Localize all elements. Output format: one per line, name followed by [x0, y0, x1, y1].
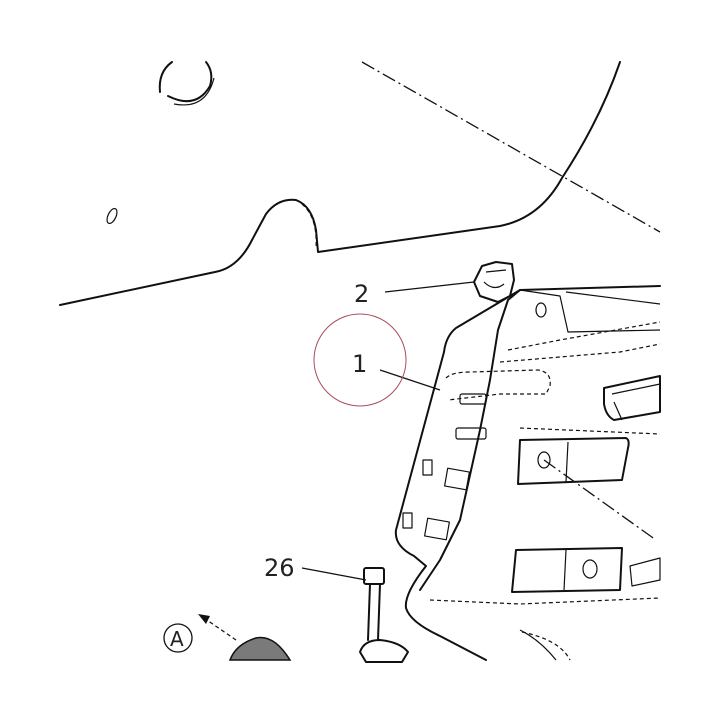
view-a-label: A	[170, 627, 184, 651]
cable-tie-part-26	[359, 567, 409, 663]
view-a-circle	[163, 623, 193, 653]
view-a-arrow	[203, 617, 237, 641]
upper-body-panel	[59, 61, 621, 306]
leader-1	[379, 369, 441, 391]
leader-26	[301, 567, 367, 581]
center-line	[361, 61, 661, 233]
hole-axis-line	[543, 459, 657, 541]
callout-2: 2	[354, 280, 369, 308]
callout-1: 1	[352, 350, 367, 378]
bracket-assembly	[394, 285, 661, 661]
leader-2	[384, 281, 475, 293]
highlight-circle	[313, 313, 407, 407]
view-a-arrowhead	[198, 614, 210, 624]
grey-component	[228, 636, 292, 661]
callout-26: 26	[264, 554, 295, 582]
clip-part-2	[473, 261, 515, 303]
